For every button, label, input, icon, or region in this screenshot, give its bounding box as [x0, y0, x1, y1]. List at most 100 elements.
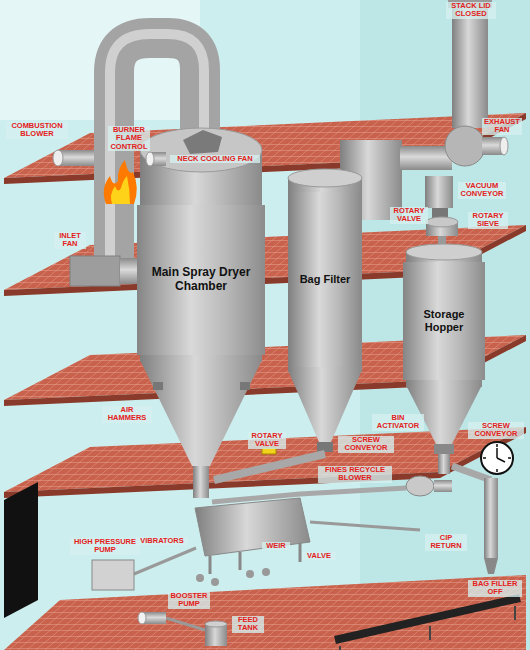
part-label: COMBUSTION BLOWER — [6, 122, 68, 139]
storage-hopper-vessel — [438, 454, 450, 474]
part-label: VACUUM CONVEYOR — [458, 182, 506, 199]
clock — [483, 444, 511, 472]
exhaust-duct — [400, 146, 452, 170]
exhaust-fan — [500, 137, 508, 155]
vacuum-conveyor — [432, 208, 448, 218]
conveyor-belt — [335, 598, 520, 640]
part-label: SCREW CONVEYOR — [338, 436, 394, 453]
vessel-name: Storage Hopper — [403, 308, 485, 333]
clock — [497, 448, 505, 462]
part-label: BOOSTER PUMP — [168, 592, 210, 609]
floor-opening — [4, 482, 38, 618]
storage-hopper: Storage Hopper — [403, 262, 485, 380]
bag-filter: Bag Filter — [290, 192, 360, 367]
fluid-bed — [195, 498, 310, 586]
fluid-bed — [195, 498, 310, 556]
bag-filter-vessel — [317, 442, 333, 452]
part-label: INLET FAN — [54, 232, 86, 249]
rotary-valve-marker — [262, 448, 276, 454]
fluid-bed — [246, 570, 254, 578]
part-label: VIBRATORS — [136, 537, 188, 545]
air-hammer — [153, 382, 163, 390]
part-label: SCREW CONVEYOR — [468, 422, 524, 439]
booster-pump — [138, 612, 166, 624]
part-label: BURNER FLAME CONTROL — [108, 126, 150, 151]
floor-deck — [4, 575, 526, 650]
spray-dryer-chamber — [193, 466, 209, 498]
bag-filter-vessel — [288, 169, 362, 187]
fluid-bed — [211, 578, 219, 586]
vacuum-conveyor — [425, 176, 453, 218]
high-pressure-pump — [92, 560, 134, 590]
part-label: VALVE — [302, 552, 336, 560]
feed-tank — [205, 621, 227, 646]
storage-hopper-vessel — [434, 444, 454, 454]
cip-pipe — [310, 522, 420, 530]
part-label: AIR HAMMERS — [102, 406, 152, 423]
part-label: BAG FILLER OFF — [468, 580, 522, 597]
spray-dryer-chamber — [140, 360, 262, 466]
rotary-valve-marker — [262, 448, 276, 454]
fluid-bed — [262, 568, 270, 576]
part-label: BIN ACTIVATOR — [372, 414, 424, 431]
part-label: FINES RECYCLE BLOWER — [318, 466, 392, 483]
fluid-bed — [196, 574, 204, 582]
clock — [481, 442, 513, 474]
part-label: ROTARY VALVE — [390, 207, 428, 224]
part-label: HIGH PRESSURE PUMP — [70, 538, 140, 555]
part-label: ROTARY SIEVE — [468, 212, 508, 229]
rotary-sieve — [426, 217, 458, 227]
booster-pump — [138, 612, 146, 624]
air-hammer — [240, 382, 250, 390]
air-hammer — [153, 382, 250, 390]
screw-conveyor — [214, 454, 325, 480]
spray-dryer-chamber: Main Spray Dryer Chamber — [137, 205, 265, 355]
part-label: EXHAUST FAN — [482, 118, 522, 135]
vacuum-conveyor — [425, 176, 453, 208]
part-label: CIP RETURN — [425, 534, 467, 551]
neck-cooling-fan — [146, 152, 154, 166]
burner-flame — [104, 160, 137, 204]
fines-recycle-blower — [434, 480, 452, 492]
high-pressure-pump — [92, 560, 134, 590]
background-walls — [360, 0, 530, 650]
conveyor-belt — [340, 606, 515, 650]
spray-dryer-chamber — [140, 128, 262, 172]
fines-recycle-blower — [406, 476, 434, 496]
bag-filler — [484, 558, 498, 574]
feed-tank — [205, 621, 227, 627]
exhaust-stack — [452, 6, 488, 128]
burner-flame — [111, 176, 130, 204]
bag-filter-vessel — [288, 370, 362, 442]
clock — [481, 442, 513, 474]
part-label: ROTARY VALVE — [248, 432, 286, 449]
conveyor-belt — [335, 598, 520, 650]
bag-filter-vessel — [288, 169, 362, 452]
vessel-name: Main Spray Dryer Chamber — [137, 266, 265, 294]
part-label: NECK COOLING FAN — [170, 155, 260, 163]
bag-filler — [484, 478, 498, 574]
spray-dryer-chamber — [183, 130, 222, 154]
floor-deck — [4, 113, 526, 650]
part-label: STACK LID CLOSED — [446, 2, 496, 19]
exhaust-stack — [448, 0, 492, 128]
combustion-blower — [53, 150, 94, 166]
part-label: FEED TANK — [232, 616, 264, 633]
bag-filter-vessel — [288, 178, 362, 372]
cip-pipe — [134, 522, 420, 630]
exhaust-fan — [445, 126, 485, 166]
bag-filler — [484, 478, 498, 558]
burner-flame — [104, 160, 137, 204]
floor-deck — [4, 113, 526, 184]
storage-hopper-vessel — [406, 244, 482, 260]
neck-cooling-fan — [146, 152, 166, 166]
fluid-bed — [210, 543, 300, 574]
combustion-blower — [53, 150, 63, 166]
cip-pipe — [166, 618, 205, 630]
floor-opening — [4, 482, 38, 618]
inlet-fan — [70, 256, 120, 286]
